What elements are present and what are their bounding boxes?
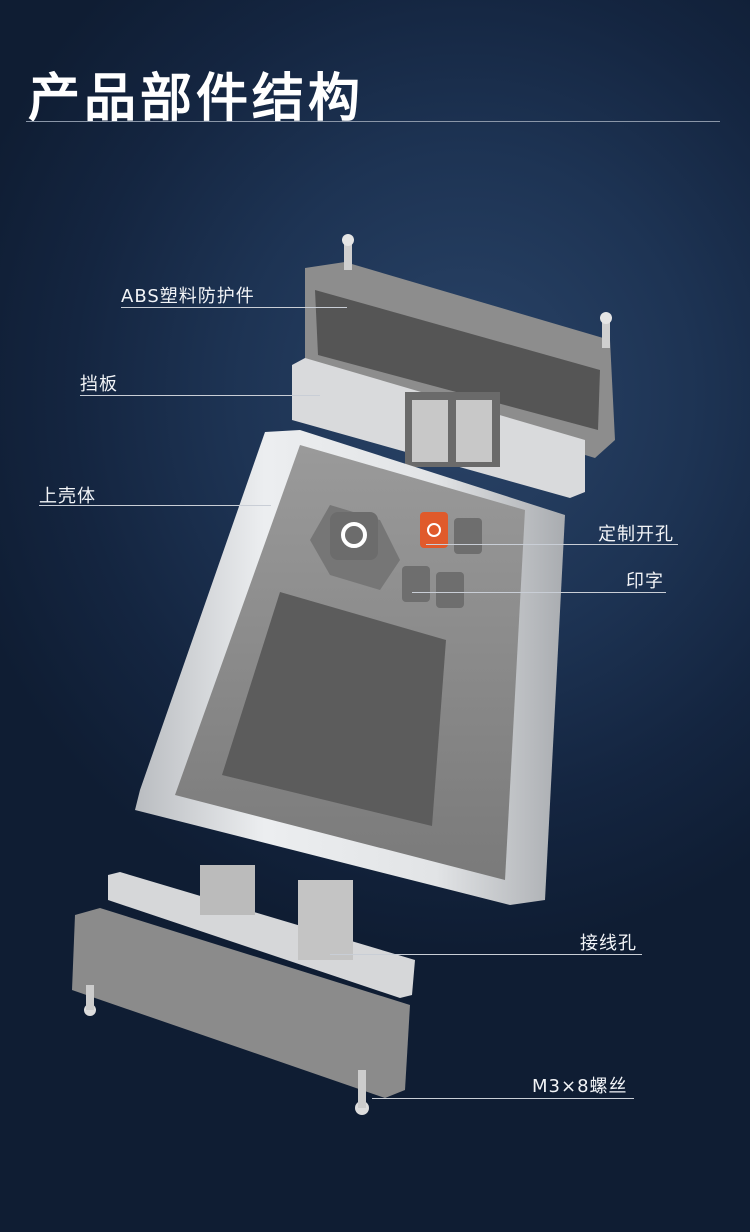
callout-printing-label: 印字 xyxy=(626,571,664,592)
callout-screws-line xyxy=(372,1098,634,1099)
callout-upper-shell-label: 上壳体 xyxy=(39,486,96,507)
callout-abs-guard-line xyxy=(121,307,347,308)
top-baffle xyxy=(292,358,585,498)
title-divider xyxy=(26,121,720,122)
callout-screws-label: M3×8螺丝 xyxy=(532,1076,628,1097)
callout-upper-shell-line xyxy=(39,505,271,506)
callout-custom-holes-line xyxy=(426,544,678,545)
callout-baffle-label: 挡板 xyxy=(80,374,118,395)
upper-shell-body xyxy=(135,430,565,905)
top-abs-guard xyxy=(305,234,615,458)
callout-baffle-line xyxy=(80,395,320,396)
bottom-abs-guard xyxy=(72,908,410,1115)
callout-wiring-holes-label: 接线孔 xyxy=(580,933,637,954)
callout-abs-guard-label: ABS塑料防护件 xyxy=(121,286,255,307)
page-title: 产品部件结构 xyxy=(28,69,365,129)
bottom-baffle xyxy=(108,865,415,998)
callout-custom-holes-label: 定制开孔 xyxy=(598,524,674,545)
callout-wiring-holes-line xyxy=(330,954,642,955)
callout-printing-line xyxy=(412,592,666,593)
